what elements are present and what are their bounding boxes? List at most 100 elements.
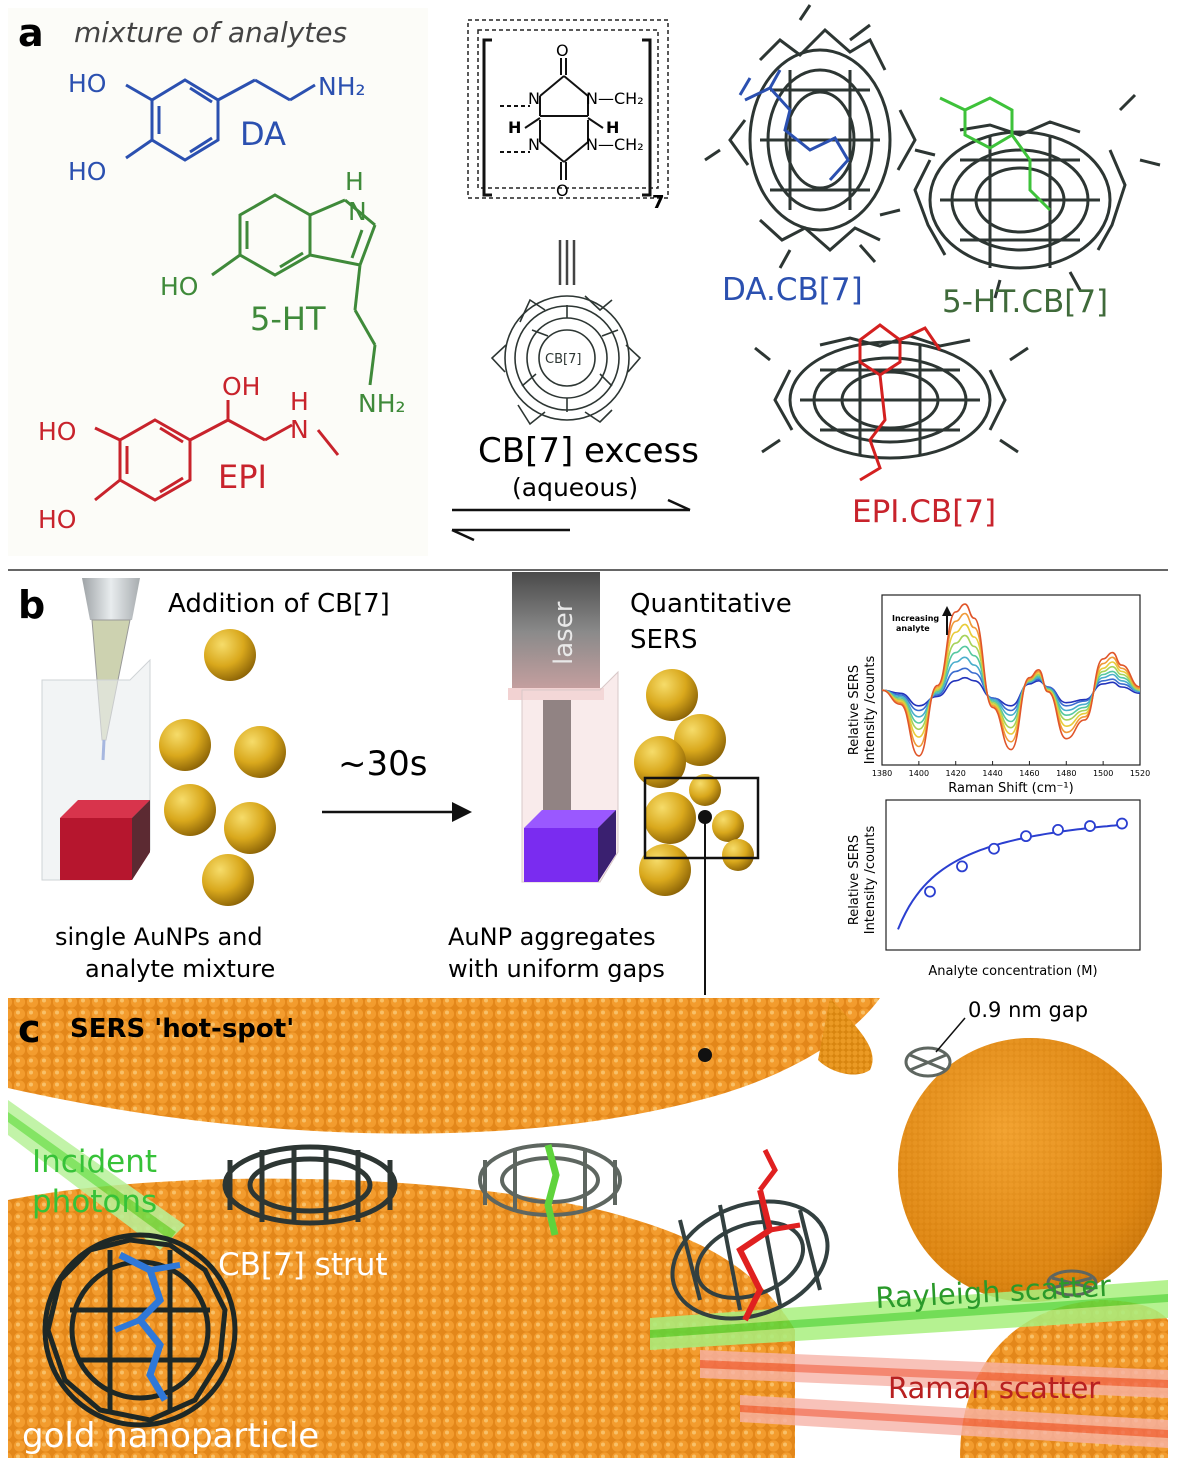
incident-label-1: Incident bbox=[32, 1144, 157, 1180]
binding-data-point-7 bbox=[1116, 817, 1128, 830]
quantitative-label-2: SERS bbox=[630, 625, 698, 655]
ht-name: 5-HT bbox=[250, 300, 326, 338]
panel-b-letter: b bbox=[18, 583, 45, 627]
panel-a-letter: a bbox=[18, 11, 44, 55]
cb7-red-analyte bbox=[670, 1148, 830, 1322]
binding-ylabel-2: Intensity /counts bbox=[863, 826, 878, 935]
spectrum-x-ticks: 1380 1400 1420 1440 1460 1480 1500 1520 bbox=[872, 761, 1150, 778]
epi-ho-2: HO bbox=[38, 505, 76, 534]
ht-nh2: NH₂ bbox=[358, 389, 406, 418]
cb7-monomer-structure: O O N N N N H H —CH₂ —CH₂ 7 bbox=[467, 19, 669, 213]
single-aunp-group bbox=[159, 629, 286, 906]
spectrum-series-group bbox=[881, 603, 1141, 757]
cb-n-2: N bbox=[586, 89, 598, 108]
ht-complex-label: 5-HT.CB[7] bbox=[942, 284, 1108, 320]
panel-a: a mixture of analytes HO HO NH₂ DA bbox=[8, 4, 1168, 556]
laser-label: laser bbox=[549, 601, 579, 665]
spectrum-annotation-2: analyte bbox=[896, 624, 930, 633]
gap-pointer-line bbox=[935, 1017, 966, 1053]
spectrum-tick-label-5: 1480 bbox=[1056, 769, 1076, 778]
aqueous-label: (aqueous) bbox=[512, 473, 638, 502]
spectrum-tick-label-2: 1420 bbox=[946, 769, 966, 778]
epi-ho-1: HO bbox=[38, 417, 76, 446]
addition-label: Addition of CB[7] bbox=[168, 589, 390, 619]
dopamine-structure bbox=[125, 78, 316, 162]
spectrum-tick-label-0: 1380 bbox=[872, 769, 892, 778]
cuvette-after bbox=[521, 670, 619, 883]
single-aunp-label-2: analyte mixture bbox=[85, 955, 275, 983]
spectrum-chart: 1380 1400 1420 1440 1460 1480 1500 1520 Relativ… bbox=[847, 594, 1150, 796]
binding-data-point-2 bbox=[956, 860, 968, 873]
cb-n-3: N bbox=[528, 135, 540, 154]
binding-data-point-6 bbox=[1084, 820, 1096, 832]
spectrum-annotation-1: Increasing bbox=[892, 614, 939, 623]
cb7-green-analyte bbox=[478, 1143, 622, 1236]
da-complex-label: DA.CB[7] bbox=[722, 272, 863, 308]
spectrum-tick-label-3: 1440 bbox=[982, 769, 1002, 778]
epinephrine-structure bbox=[94, 400, 340, 502]
da-cb7-complex bbox=[704, 4, 936, 269]
epi-complex-label: EPI.CB[7] bbox=[852, 494, 996, 530]
spectrum-tick-label-6: 1500 bbox=[1093, 769, 1113, 778]
ht-cb7-complex bbox=[879, 93, 1161, 299]
aggregate-label-2: with uniform gaps bbox=[448, 955, 665, 983]
quantitative-label-1: Quantitative bbox=[630, 589, 792, 619]
binding-curve-chart: Relative SERS Intensity /counts Analyte … bbox=[847, 799, 1141, 979]
spectrum-tick-label-1: 1400 bbox=[909, 769, 929, 778]
binding-data-point-3 bbox=[988, 842, 1000, 855]
incident-photon-beam bbox=[8, 1100, 185, 1250]
binding-xlabel: Analyte concentration (M) bbox=[928, 964, 1097, 979]
cb-h-1: H bbox=[508, 118, 521, 137]
time-label: ~30s bbox=[338, 744, 427, 784]
spectrum-series-line-7 bbox=[881, 603, 1141, 757]
spectrum-series-line-6 bbox=[881, 612, 1141, 748]
epi-oh: OH bbox=[222, 372, 260, 401]
cb-n-1: N bbox=[528, 89, 540, 108]
cb7-ring-label: CB[7] bbox=[545, 352, 581, 367]
panel-b: b Addition of CB[7] single AuNPs and ana… bbox=[18, 572, 1150, 1055]
panel-c-letter: c bbox=[18, 1007, 41, 1051]
spectrum-increase-arrow bbox=[942, 606, 952, 635]
binding-series-group bbox=[897, 817, 1128, 930]
da-ho-2: HO bbox=[68, 157, 106, 186]
cuvette-before bbox=[41, 658, 151, 881]
spectrum-tick-label-7: 1520 bbox=[1130, 769, 1150, 778]
gap-molecule-top bbox=[904, 1046, 952, 1078]
epi-n: N bbox=[290, 415, 309, 444]
da-name: DA bbox=[240, 115, 286, 153]
hotspot-pointer-dot bbox=[698, 1048, 712, 1062]
da-nh2: NH₂ bbox=[318, 72, 366, 101]
ht-n: N bbox=[348, 197, 367, 226]
spectrum-ylabel-1: Relative SERS bbox=[847, 665, 862, 755]
panel-c: c SERS 'hot-spot' 0.9 nm gap Incident ph… bbox=[8, 995, 1168, 1458]
strut-label: CB[7] strut bbox=[218, 1247, 388, 1283]
raman-beam bbox=[700, 1350, 1168, 1448]
ht-ho: HO bbox=[160, 272, 198, 301]
cb7-ring-model bbox=[490, 295, 642, 426]
ht-h: H bbox=[345, 167, 364, 196]
upper-right-gold-particle bbox=[818, 998, 873, 1075]
spectrum-xlabel: Raman Shift (cm⁻¹) bbox=[948, 781, 1073, 796]
rayleigh-beam bbox=[650, 1280, 1168, 1350]
binding-plot-frame bbox=[885, 799, 1141, 951]
spectrum-ylabel-2: Intensity /counts bbox=[863, 656, 878, 765]
epi-cb7-complex bbox=[754, 323, 1029, 482]
binding-data-point-5 bbox=[1052, 823, 1064, 836]
epi-h: H bbox=[290, 387, 309, 416]
incident-label-2: photons bbox=[32, 1184, 157, 1220]
cb7-blue-analyte bbox=[42, 1232, 238, 1428]
cb-ch2-1: —CH₂ bbox=[598, 89, 644, 108]
binding-data-point-1 bbox=[924, 885, 936, 898]
binding-data-point-4 bbox=[1020, 830, 1032, 843]
spectrum-tick-label-4: 1460 bbox=[1019, 769, 1039, 778]
equilibrium-arrows bbox=[451, 498, 691, 542]
binding-ylabel-1: Relative SERS bbox=[847, 835, 862, 925]
single-aunp-label-1: single AuNPs and bbox=[55, 923, 263, 951]
serotonin-structure bbox=[211, 193, 377, 386]
epi-name: EPI bbox=[218, 458, 267, 496]
mixture-label: mixture of analytes bbox=[74, 16, 347, 49]
raman-label: Raman scatter bbox=[888, 1371, 1100, 1405]
gap-molecule-bottom bbox=[1046, 1269, 1098, 1297]
